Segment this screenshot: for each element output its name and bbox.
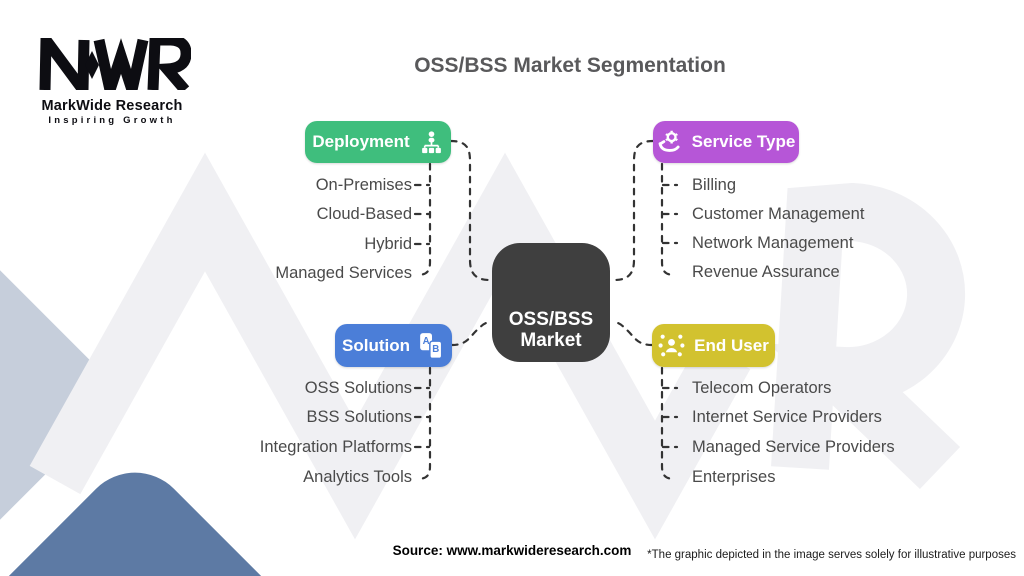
segment-item: BSS Solutions <box>306 408 412 426</box>
gear-hand-icon <box>657 129 683 155</box>
user-network-icon <box>658 332 685 359</box>
segment-item: Telecom Operators <box>692 379 832 397</box>
branch-node-service-type: Service Type <box>653 121 799 163</box>
source-text: Source: www.markwideresearch.com <box>392 543 632 558</box>
svg-text:A: A <box>423 335 430 346</box>
center-node-line2: Market <box>520 330 582 351</box>
branch-label-deployment: Deployment <box>312 132 410 151</box>
segment-item: OSS Solutions <box>304 379 412 397</box>
connector-service-type-center <box>612 139 655 282</box>
rail-deployment <box>415 162 432 277</box>
segment-item: Cloud-Based <box>316 205 412 223</box>
branch-node-end-user: End User <box>652 324 775 367</box>
branch-label-end-user: End User <box>694 335 769 355</box>
segment-item: On-Premises <box>315 176 412 194</box>
rail-service-type <box>660 162 677 277</box>
segment-item: Enterprises <box>692 468 776 486</box>
segment-item: Integration Platforms <box>259 438 412 456</box>
segment-item: Analytics Tools <box>303 468 412 486</box>
segment-item: Managed Service Providers <box>692 438 895 456</box>
mwr-monogram-icon <box>39 23 192 111</box>
rail-end-user <box>660 366 677 481</box>
branch-node-solution: Solution A B <box>335 324 452 367</box>
segment-item: Managed Services <box>275 264 412 282</box>
page-title: OSS/BSS Market Segmentation <box>414 54 726 77</box>
logo-name: MarkWide Research <box>41 98 183 114</box>
disclaimer-text: *The graphic depicted in the image serve… <box>647 549 1016 561</box>
rail-solution <box>415 366 432 481</box>
segment-item: Customer Management <box>692 205 865 223</box>
branch-node-deployment: Deployment <box>305 121 451 163</box>
logo-tagline: Inspiring Growth <box>48 115 176 126</box>
markwide-logo: MarkWide Research Inspiring Growth <box>33 23 203 126</box>
branch-label-solution: Solution <box>342 335 410 355</box>
svg-text:B: B <box>432 343 439 354</box>
connector-solution-center <box>450 320 494 347</box>
devices-ab-icon: A B <box>419 332 445 360</box>
segment-item: Network Management <box>692 234 854 252</box>
branch-label-service-type: Service Type <box>691 132 796 151</box>
connector-deployment-center <box>449 139 492 282</box>
segment-item: Internet Service Providers <box>692 408 882 426</box>
segment-item: Hybrid <box>364 235 412 253</box>
center-node: OSS/BSS Market <box>492 243 610 362</box>
org-chart-icon <box>419 130 444 155</box>
segment-item: Revenue Assurance <box>692 263 840 281</box>
connector-end-user-center <box>610 320 654 347</box>
center-node-line1: OSS/BSS <box>508 309 594 330</box>
segment-item: Billing <box>692 176 737 194</box>
